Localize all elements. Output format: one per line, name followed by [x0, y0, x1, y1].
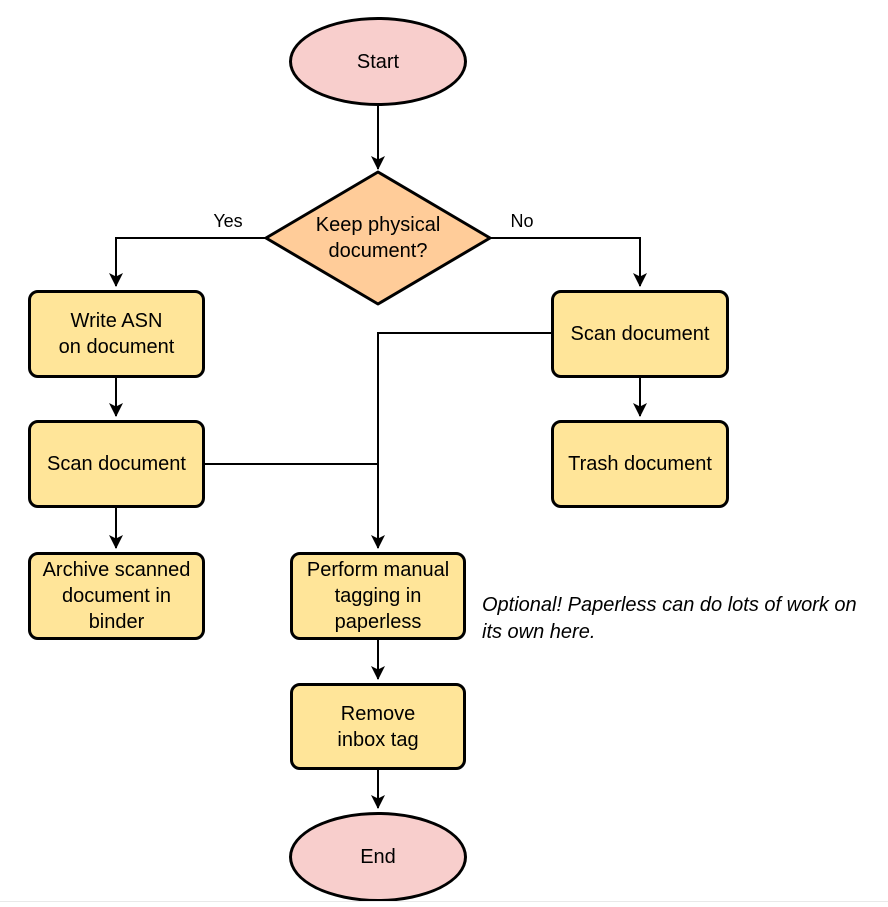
- node-trash-document: Trash document: [551, 420, 729, 508]
- node-archive-scanned: Archive scanned document in binder: [28, 552, 205, 640]
- edge-scan-right-to-tagging: [371, 332, 551, 549]
- decision-diamond-shape: [264, 170, 492, 306]
- node-archive-scanned-label: Archive scanned document in binder: [42, 559, 191, 633]
- node-scan-document-left: Scan document: [28, 420, 205, 508]
- node-remove-inbox-tag: Remove inbox tag: [290, 683, 466, 770]
- node-end: End: [289, 812, 467, 902]
- node-start: Start: [289, 17, 467, 106]
- node-manual-tagging-label: Perform manual tagging in paperless: [306, 559, 450, 633]
- edge-decision-to-write-asn: [109, 237, 266, 287]
- node-trash-document-label: Trash document: [568, 453, 712, 475]
- node-write-asn: Write ASN on document: [28, 290, 205, 378]
- node-manual-tagging: Perform manual tagging in paperless: [290, 552, 466, 640]
- node-scan-document-left-label: Scan document: [47, 453, 186, 475]
- edge-label-no: No: [510, 211, 534, 231]
- edge-label-yes: Yes: [213, 211, 243, 231]
- bottom-divider: [0, 901, 888, 902]
- node-end-label: End: [360, 846, 396, 868]
- node-decision-label: Keep physical document?: [315, 214, 441, 262]
- node-decision: Keep physical document?: [278, 211, 478, 265]
- node-remove-inbox-tag-label: Remove inbox tag: [337, 702, 419, 751]
- node-start-label: Start: [356, 50, 400, 73]
- annotation-optional-note: Optional! Paperless can do lots of work …: [482, 594, 857, 643]
- node-scan-document-right-label: Scan document: [570, 323, 710, 345]
- node-scan-document-right: Scan document: [551, 290, 729, 378]
- node-write-asn-label: Write ASN on document: [58, 310, 175, 358]
- edge-decision-to-scan-right: [490, 237, 647, 287]
